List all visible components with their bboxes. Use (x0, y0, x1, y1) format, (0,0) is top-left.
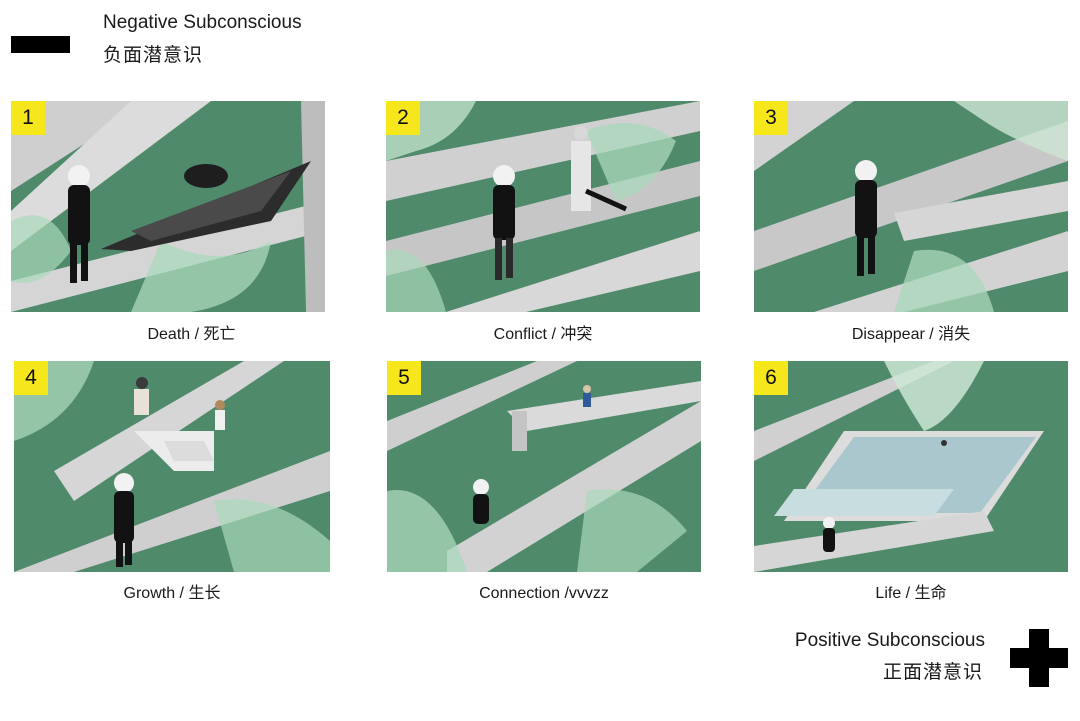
panel-number-badge: 1 (11, 101, 45, 135)
panel-caption: Growth / 生长 (123, 585, 221, 602)
panel-caption: Death / 死亡 (147, 326, 236, 343)
panel-number-badge: 6 (754, 361, 788, 395)
panel-caption: Conflict / 冲突 (493, 326, 593, 343)
panel-number-badge: 3 (754, 101, 788, 135)
panel-caption: Connection /vvvzz (479, 585, 609, 602)
panel-caption: Life / 生命 (875, 585, 947, 602)
negative-legend-title: Negative Subconscious (103, 12, 302, 33)
panel-conflict: 2 (386, 101, 700, 312)
panel-connection: 5 (387, 361, 701, 572)
conflict-scene-illustration (386, 101, 700, 312)
death-scene-illustration (11, 101, 325, 312)
positive-legend-title: Positive Subconscious (794, 630, 985, 651)
growth-scene-illustration (14, 361, 330, 572)
negative-minus-icon (11, 36, 70, 53)
panel-number-badge: 2 (386, 101, 420, 135)
panel-caption: Disappear / 消失 (851, 326, 971, 343)
panel-death: 1 (11, 101, 325, 312)
panel-life: 6 (754, 361, 1068, 572)
positive-legend-subtitle: 正面潜意识 (882, 662, 983, 683)
connection-scene-illustration (387, 361, 701, 572)
positive-plus-icon (1010, 629, 1068, 687)
panel-number-badge: 5 (387, 361, 421, 395)
negative-legend-subtitle: 负面潜意识 (103, 45, 204, 66)
panel-growth: 4 (14, 361, 330, 572)
panel-disappear: 3 (754, 101, 1068, 312)
life-scene-illustration (754, 361, 1068, 572)
disappear-scene-illustration (754, 101, 1068, 312)
panel-number-badge: 4 (14, 361, 48, 395)
